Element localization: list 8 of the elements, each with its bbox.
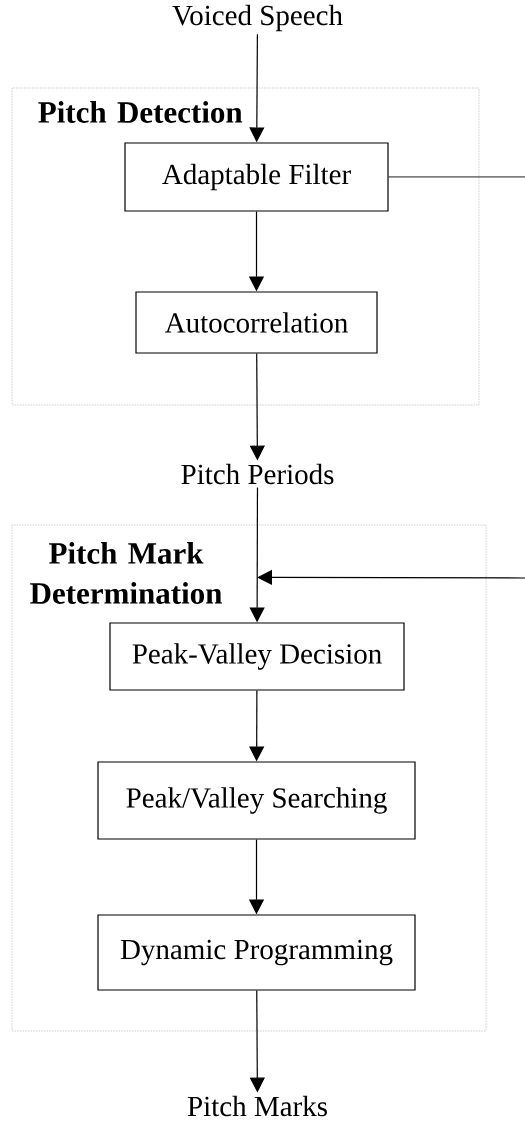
process-box: Peak/Valley Searching bbox=[97, 761, 416, 840]
process-box: Peak-Valley Decision bbox=[109, 622, 405, 691]
process-box: Adaptable Filter bbox=[124, 142, 389, 212]
io-label: Pitch Marks bbox=[187, 1095, 327, 1117]
process-box: Dynamic Programming bbox=[97, 914, 416, 991]
io-label: Voiced Speech bbox=[172, 4, 343, 32]
process-box: Autocorrelation bbox=[135, 291, 378, 354]
io-label: Pitch Periods bbox=[181, 463, 334, 485]
